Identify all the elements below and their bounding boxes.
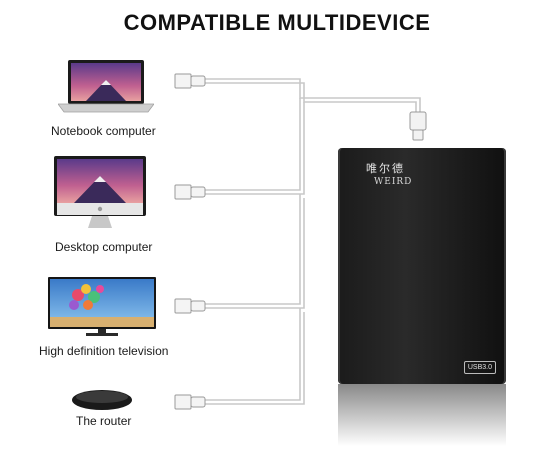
router-icon	[72, 390, 132, 410]
device-label-tv: High definition television	[39, 344, 169, 358]
drive-reflection	[338, 384, 506, 446]
page-title: COMPATIBLE MULTIDEVICE	[123, 10, 431, 35]
usb-a-plug-icon	[174, 73, 206, 410]
external-hard-drive: 唯尔德 WEIRD USB3.0	[338, 148, 506, 384]
desktop-icon	[54, 156, 146, 228]
device-label-desktop: Desktop computer	[55, 240, 153, 254]
cable-notebook	[205, 78, 421, 112]
drive-port-label: USB3.0	[463, 361, 496, 374]
cable-tv	[205, 194, 301, 305]
usb-micro-b-plug-icon	[409, 111, 427, 141]
drive-brand-chinese: 唯尔德	[366, 162, 405, 175]
cable-router	[205, 308, 301, 401]
device-label-router: The router	[76, 414, 132, 428]
laptop-icon	[58, 60, 154, 113]
device-label-notebook: Notebook computer	[51, 124, 156, 138]
drive-brand-english: WEIRD	[374, 177, 413, 187]
tv-icon	[48, 277, 156, 336]
cable-desktop	[205, 98, 301, 191]
